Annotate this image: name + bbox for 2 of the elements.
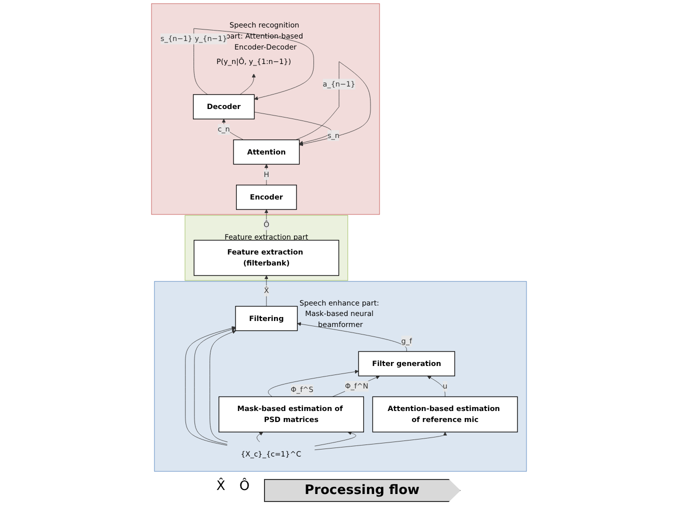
- math-label: X̂: [216, 479, 226, 496]
- math-label: Ô: [239, 479, 250, 496]
